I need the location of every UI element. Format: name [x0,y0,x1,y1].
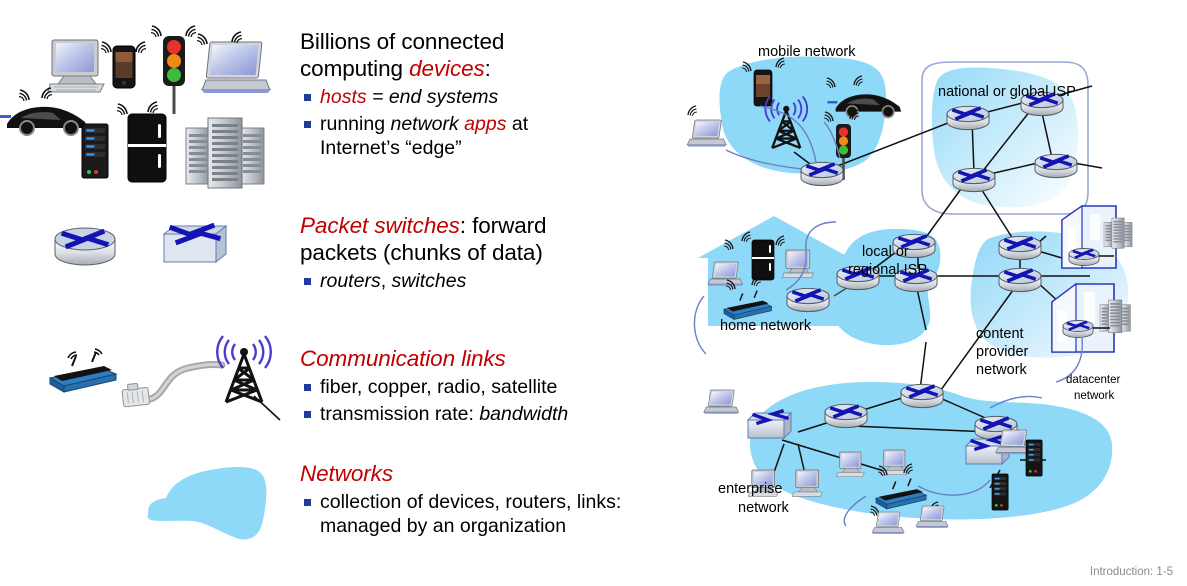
label-content-provider-line1: content [976,326,1024,342]
wireless-router-icon [48,348,118,393]
bullet-apps-p3: apps [464,113,507,135]
label-local-regional-isp-line1: local or [862,244,909,260]
list-item: fiber, copper, radio, satellite [300,375,610,399]
list-item: hosts = end systems [300,85,550,109]
router-icon [54,227,116,266]
cell-tower-icon [764,95,809,150]
bullet-rate-p1: transmission rate: [320,403,480,425]
wireless-router-icon [722,290,773,320]
bullet-apps-p2: network [390,113,465,135]
devices-heading-part1: Billions of connected computing [300,29,505,81]
bullet-apps-p4: at Internet’s “edge” [320,113,529,159]
label-national-global-isp: national or global ISP [938,84,1076,100]
bullet-network-def: collection of devices, routers, links: m… [320,491,622,537]
left-content-column: Billions of connected computing devices:… [0,18,700,560]
laptop-icon [201,41,271,93]
label-enterprise-network-line1: enterprise [718,481,783,497]
wifi-waves-icon [116,103,128,116]
list-item: routers, switches [300,269,570,293]
wifi-waves-icon [135,41,147,54]
label-home-network: home network [720,318,812,334]
wireless-router-icon [874,478,928,510]
topology-svg [686,56,1133,535]
section-communication-links: Communication links fiber, copper, radio… [300,345,610,426]
traffic-light-icon [163,36,185,114]
label-datacenter-network-line1: datacenter [1066,374,1121,386]
list-item: collection of devices, routers, links: m… [300,490,700,538]
bullet-hosts-rest: = end systems [366,86,499,108]
devices-icon-cluster [0,18,290,189]
server-rack-icon [185,117,265,189]
section-devices: Billions of connected computing devices:… [300,28,550,160]
wifi-waves-icon [100,41,112,54]
ps-heading-em: Packet switches [300,213,460,238]
bullet-rate-p2: bandwidth [479,403,569,425]
wifi-waves-icon [147,101,159,114]
label-enterprise-network-line2: network [738,500,789,516]
comm-links-heading: Communication links [300,346,506,371]
devices-bullet-list: hosts = end systems running network apps… [300,85,550,160]
mobile-network-devices [686,57,902,188]
networks-bullet-list: collection of devices, routers, links: m… [300,490,700,538]
server-tower-icon [81,123,109,179]
wifi-waves-icon [231,31,243,44]
enterprise-network-devices [703,382,1043,535]
bullet-routers: routers [320,270,381,292]
label-mobile-network: mobile network [758,44,856,60]
slide-footer: Introduction: 1-5 [1089,566,1173,578]
list-item: transmission rate: bandwidth [300,402,610,426]
devices-heading-emphasis: devices [409,56,485,81]
bullet-apps-p1: running [320,113,391,135]
internet-topology-diagram: mobile network national or global ISP lo… [686,0,1187,586]
switch-icon [162,222,228,264]
packet-switches-bullet-list: routers, switches [300,269,570,293]
packet-switches-heading: Packet switches: forward packets (chunks… [300,212,570,266]
section-packet-switches: Packet switches: forward packets (chunks… [300,212,570,293]
bullet-comma: , [380,270,392,292]
label-content-provider-line3: network [976,362,1027,378]
wifi-waves-icon [185,25,197,38]
communication-links-icon-cluster [40,330,285,430]
network-cloud-blob-icon [20,450,290,560]
label-datacenter-network-line2: network [1074,390,1115,402]
ethernet-cable-icon [121,360,226,408]
comm-links-bullet-list: fiber, copper, radio, satellite transmis… [300,375,610,426]
desktop-pc-icon [47,39,105,93]
wifi-waves-icon [196,33,208,46]
networks-heading: Networks [300,461,393,486]
home-network-devices [693,221,837,355]
label-local-regional-isp-line2: regional ISP [848,262,927,278]
section-networks: Networks collection of devices, routers,… [300,460,700,538]
wifi-waves-icon [18,89,30,102]
router-icon [799,160,845,188]
cell-tower-icon [216,335,281,421]
wifi-waves-icon [150,25,162,38]
router-icon [785,286,831,314]
label-content-provider-line2: provider [976,344,1029,360]
list-item: running network apps at Internet’s “edge… [300,112,550,160]
devices-heading: Billions of connected computing devices: [300,28,550,82]
refrigerator-icon [127,113,167,183]
bullet-switches: switches [391,270,467,292]
devices-heading-part3: : [484,56,491,81]
datacenter-network [1051,204,1133,383]
bullet-media: fiber, copper, radio, satellite [320,376,558,398]
ps-heading-rest: : forward packets (chunks of data) [300,213,547,265]
car-icon [0,106,87,136]
packet-switch-icon-cluster [50,218,240,278]
smartphone-icon [112,45,136,89]
bullet-hosts-em: hosts [320,86,367,108]
